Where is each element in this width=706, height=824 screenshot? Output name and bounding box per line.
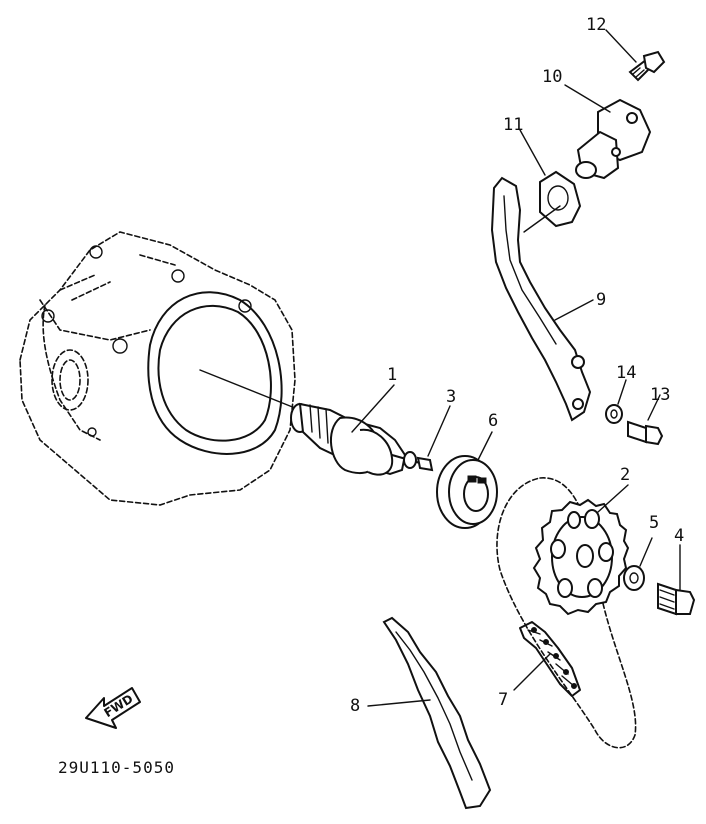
callout-4: 4 [674, 526, 684, 546]
spacer-plate [436, 455, 498, 529]
guide-bolt [627, 420, 664, 446]
cam-chain [519, 621, 581, 697]
dowel-pin [416, 456, 434, 472]
tensioner-bolt [628, 50, 666, 82]
tensioner-guide [490, 176, 592, 422]
chain-tensioner [575, 98, 652, 180]
forward-arrow-icon: FWD [85, 687, 141, 729]
callout-10: 10 [542, 67, 562, 87]
leader-lines [351, 29, 681, 707]
sprocket-bolt [657, 582, 696, 616]
guide-washer [605, 404, 623, 424]
callout-5: 5 [649, 513, 659, 533]
callout-7: 7 [498, 690, 508, 710]
callout-2: 2 [620, 465, 630, 485]
figure-code: 29U110-5050 [58, 758, 175, 777]
washer [623, 565, 645, 591]
callout-14: 14 [616, 363, 636, 383]
callout-12: 12 [586, 15, 606, 35]
callout-11: 11 [503, 115, 523, 135]
callout-1: 1 [387, 365, 397, 385]
callout-8: 8 [350, 696, 360, 716]
camshaft [290, 402, 421, 476]
callout-9: 9 [596, 290, 606, 310]
callout-6: 6 [488, 411, 498, 431]
callout-13: 13 [650, 385, 670, 405]
tensioner-gasket [539, 170, 582, 228]
chain-guide [382, 616, 492, 810]
callout-3: 3 [446, 387, 456, 407]
cam-sprocket [532, 498, 630, 616]
cylinder-head [19, 231, 301, 506]
